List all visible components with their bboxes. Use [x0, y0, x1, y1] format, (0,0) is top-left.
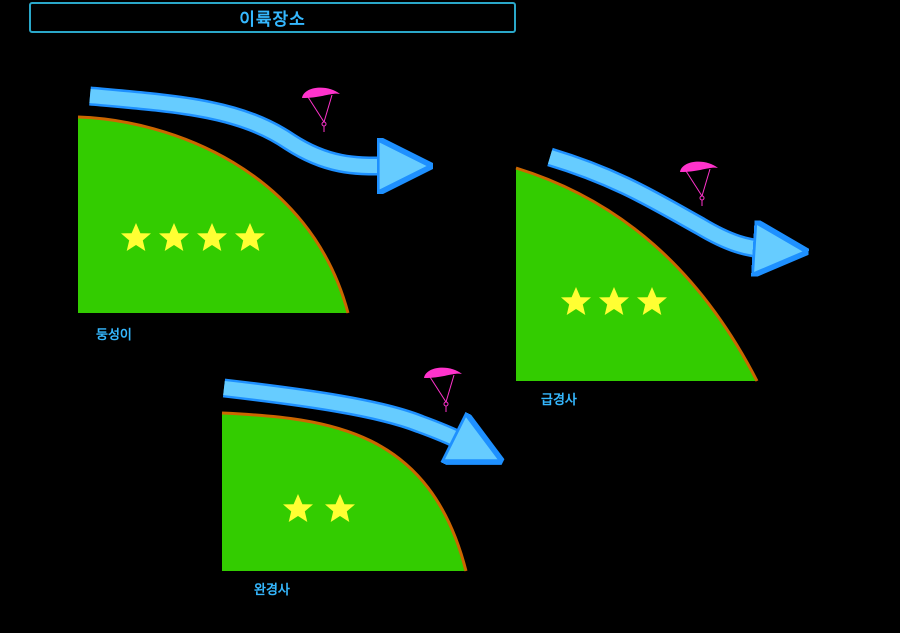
slope-ridge	[77, 86, 388, 314]
title-box: 이륙장소	[29, 2, 516, 33]
slope-gentle-hill	[222, 413, 466, 571]
slope-gentle-edge	[221, 411, 468, 572]
page-title: 이륙장소	[239, 10, 306, 30]
slope-label-gentle: 완경사	[254, 583, 290, 598]
slope-ridge-hill	[78, 117, 348, 313]
slope-ridge-edge	[77, 115, 350, 314]
paraglider-icon	[301, 87, 341, 133]
paraglider-icon	[679, 161, 719, 207]
paraglider-icon	[423, 367, 463, 413]
slope-steep-edge	[515, 166, 759, 382]
slope-steep-hill	[516, 168, 757, 381]
slope-label-ridge: 둥성이	[96, 328, 132, 343]
slope-label-steep: 급경사	[541, 393, 577, 408]
slope-gentle	[221, 367, 468, 572]
slope-steep	[515, 147, 764, 382]
